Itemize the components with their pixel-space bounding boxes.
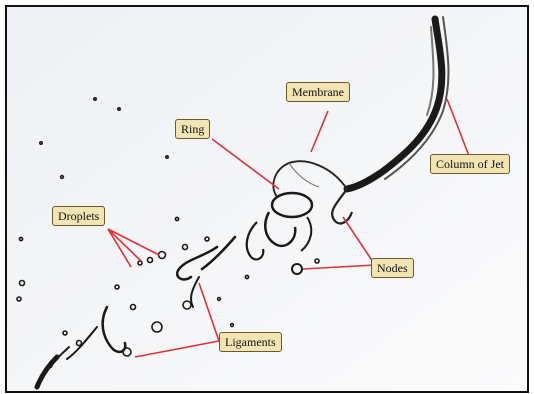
diagram-frame: Membrane Ring Column of Jet Droplets Nod…	[5, 5, 529, 393]
label-droplets: Droplets	[52, 206, 105, 226]
label-column-of-jet: Column of Jet	[430, 154, 510, 174]
label-ring: Ring	[175, 119, 210, 139]
label-nodes: Nodes	[371, 258, 414, 278]
label-ligaments: Ligaments	[219, 332, 282, 352]
label-membrane: Membrane	[286, 82, 350, 102]
